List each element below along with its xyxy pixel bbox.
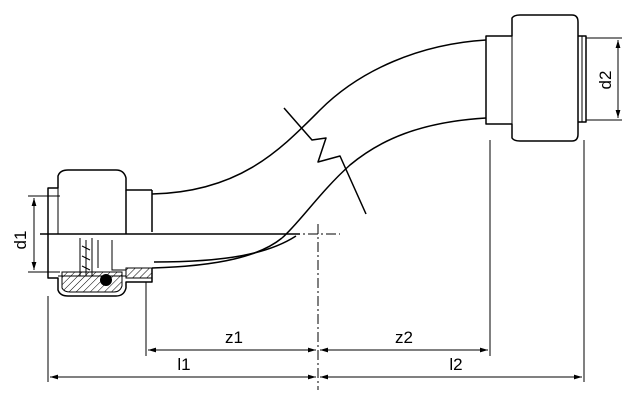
z2-label: z2 xyxy=(395,328,413,347)
d2-label: d2 xyxy=(596,71,615,90)
z1-label: z1 xyxy=(225,328,243,347)
break-symbol xyxy=(283,107,367,215)
l1-label: l1 xyxy=(177,355,190,374)
l2-label: l2 xyxy=(449,355,462,374)
d1-label: d1 xyxy=(11,231,30,250)
bent-tube-body xyxy=(151,39,487,269)
left-fitting-body xyxy=(40,169,300,297)
right-fitting-body xyxy=(485,14,587,142)
